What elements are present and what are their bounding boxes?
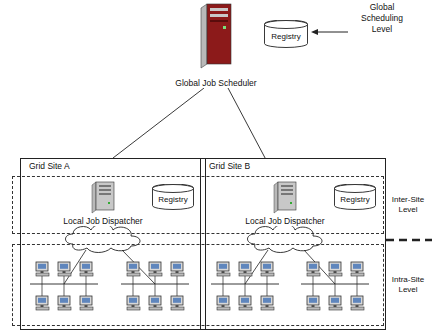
scheduler-server: Global Job Scheduler <box>170 0 262 88</box>
link-line <box>228 88 265 158</box>
node-label: Grid Site A <box>29 161 205 171</box>
dispatcher-server: Local Job Dispatcher <box>240 180 330 226</box>
dispatcher-server: Local Job Dispatcher <box>58 180 148 226</box>
node-label: Local Job Dispatcher <box>62 216 143 226</box>
node-label: Inter-Site Level <box>386 195 430 215</box>
link-line <box>113 88 204 158</box>
registry-cylinder: Registry <box>334 184 376 210</box>
node-label: Local Job Dispatcher <box>244 216 325 226</box>
node-label: Grid Site B <box>209 161 385 171</box>
node-label: Registry <box>340 195 369 204</box>
node-label: Registry <box>158 195 187 204</box>
node-label: Global Job Scheduler <box>174 78 257 88</box>
level-label: Global Scheduling Level <box>350 2 414 35</box>
registry-cylinder: Registry <box>152 184 194 210</box>
registry-cylinder: Registry <box>264 20 308 48</box>
level-band: Intra-Site Level <box>12 244 384 326</box>
node-label: Registry <box>271 32 300 41</box>
node-label: Intra-Site Level <box>386 275 430 295</box>
